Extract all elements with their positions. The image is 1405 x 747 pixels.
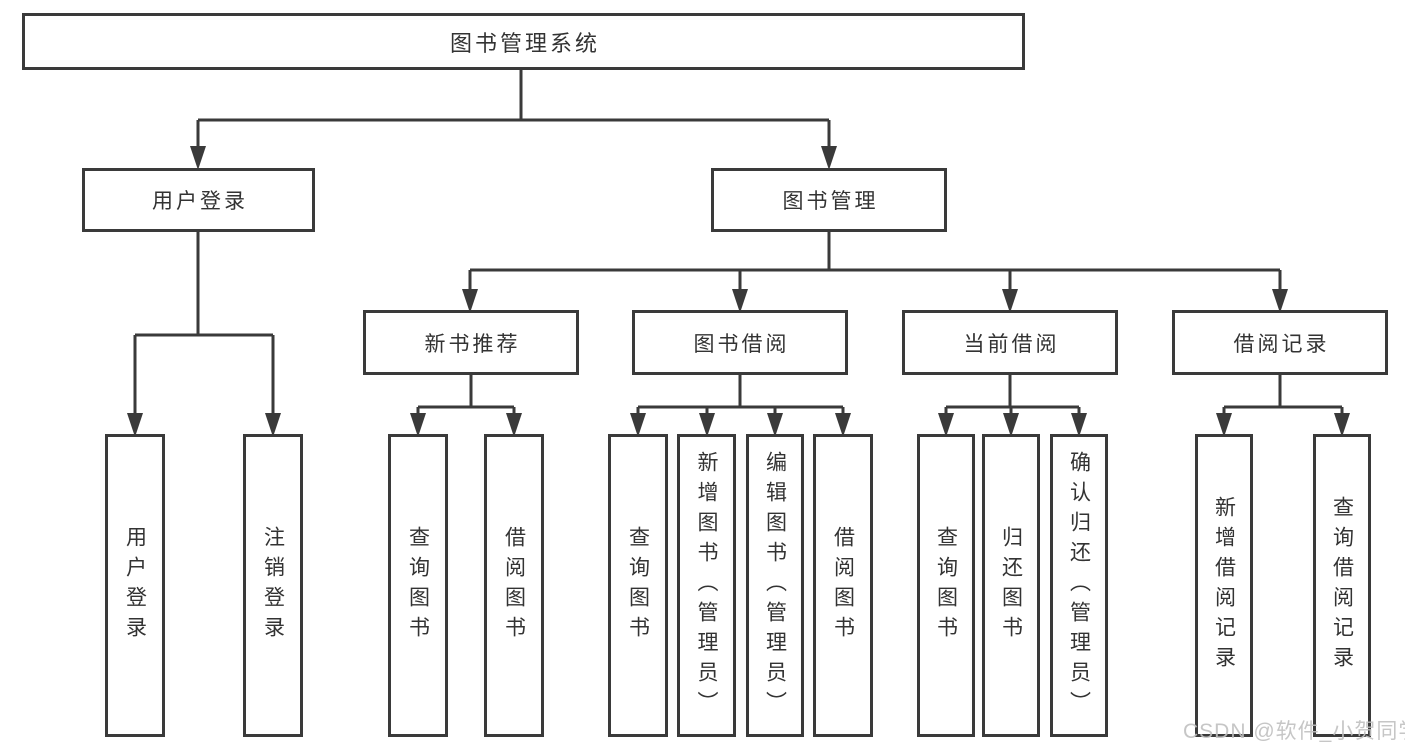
leaf-user-login-label: 用户登录 (123, 525, 147, 646)
leaf-query-borrow-record: 查询借阅记录 (1313, 434, 1371, 737)
leaf-return-books-label: 归还图书 (999, 525, 1023, 646)
leaf-query-books-borrowing-label: 查询图书 (626, 525, 650, 646)
leaf-query-books-recommend: 查询图书 (388, 434, 448, 737)
leaf-query-books-current: 查询图书 (917, 434, 975, 737)
node-book-borrowing: 图书借阅 (632, 310, 848, 375)
leaf-edit-books-admin-label: 编辑图书（管理员） (763, 450, 787, 721)
leaf-return-books: 归还图书 (982, 434, 1040, 737)
leaf-add-borrow-record: 新增借阅记录 (1195, 434, 1253, 737)
node-borrowing-records: 借阅记录 (1172, 310, 1388, 375)
csdn-watermark: CSDN @软件_小贺同学 (1183, 720, 1405, 743)
node-book-borrowing-label: 图书借阅 (693, 332, 790, 356)
node-borrowing-records-label: 借阅记录 (1233, 332, 1330, 356)
node-new-book-recommendation: 新书推荐 (363, 310, 579, 375)
leaf-borrow-books-recommend: 借阅图书 (484, 434, 544, 737)
node-book-management: 图书管理 (711, 168, 947, 232)
node-book-management-label: 图书管理 (782, 190, 879, 213)
leaf-add-books-admin-label: 新增图书（管理员） (695, 450, 718, 721)
node-root-label: 图书管理系统 (449, 30, 600, 56)
node-user-login-label: 用户登录 (152, 190, 248, 213)
leaf-edit-books-admin: 编辑图书（管理员） (746, 434, 804, 737)
leaf-user-login: 用户登录 (105, 434, 165, 737)
node-user-login: 用户登录 (82, 168, 315, 232)
leaf-query-books-borrowing: 查询图书 (608, 434, 668, 737)
leaf-query-books-current-label: 查询图书 (934, 525, 958, 646)
node-root-library-management-system: 图书管理系统 (22, 13, 1025, 70)
leaf-confirm-return-admin: 确认归还（管理员） (1050, 434, 1108, 737)
node-current-borrowing-label: 当前借阅 (963, 332, 1060, 356)
leaf-add-borrow-record-label: 新增借阅记录 (1212, 495, 1236, 676)
leaf-query-books-recommend-label: 查询图书 (406, 525, 430, 646)
leaf-borrow-books-recommend-label: 借阅图书 (502, 525, 526, 646)
leaf-add-books-admin: 新增图书（管理员） (677, 434, 736, 737)
leaf-logout: 注销登录 (243, 434, 303, 737)
node-new-book-recommendation-label: 新书推荐 (424, 332, 521, 356)
leaf-logout-label: 注销登录 (261, 525, 285, 646)
node-current-borrowing: 当前借阅 (902, 310, 1118, 375)
leaf-confirm-return-admin-label: 确认归还（管理员） (1067, 450, 1091, 721)
leaf-borrow-books: 借阅图书 (813, 434, 873, 737)
leaf-query-borrow-record-label: 查询借阅记录 (1330, 495, 1354, 676)
leaf-borrow-books-label: 借阅图书 (831, 525, 855, 646)
